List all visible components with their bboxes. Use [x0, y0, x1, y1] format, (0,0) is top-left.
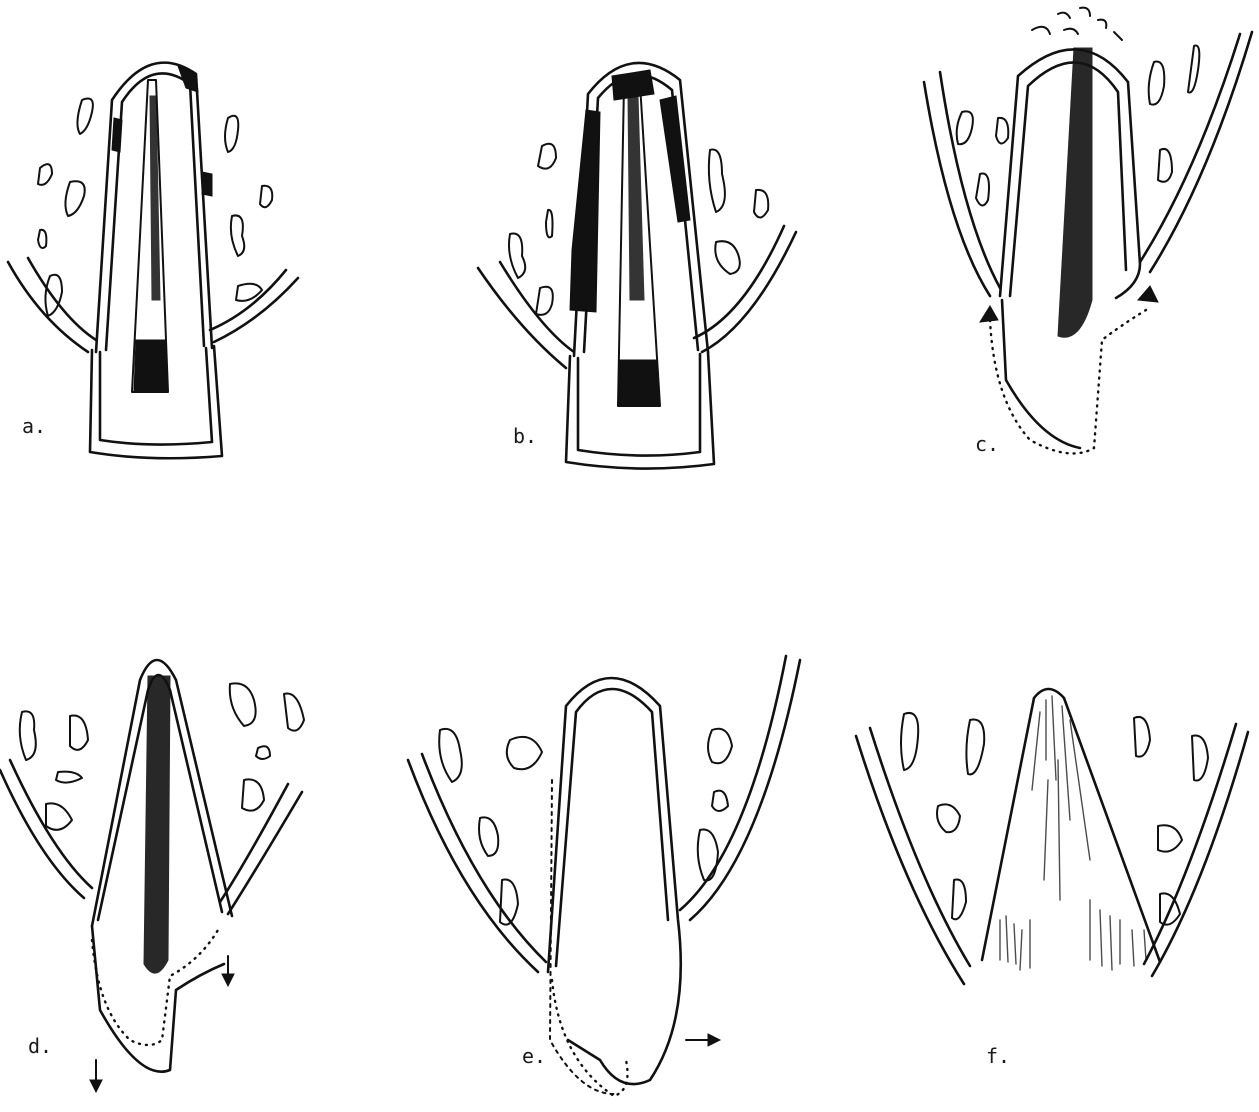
panel-f-drawing: [856, 689, 1248, 984]
panel-label-e: e.: [522, 1044, 546, 1068]
panel-label-a: a.: [22, 414, 46, 438]
panel-label-d: d.: [28, 1034, 52, 1058]
panel-d-drawing: [0, 660, 304, 1092]
panel-e-drawing: [408, 656, 800, 1096]
panel-label-f: f.: [986, 1044, 1010, 1068]
panel-b-drawing: [478, 63, 796, 469]
panel-label-b: b.: [513, 424, 537, 448]
panel-c-drawing: [924, 8, 1252, 454]
panel-a-drawing: [8, 63, 298, 459]
panel-label-c: c.: [975, 432, 999, 456]
